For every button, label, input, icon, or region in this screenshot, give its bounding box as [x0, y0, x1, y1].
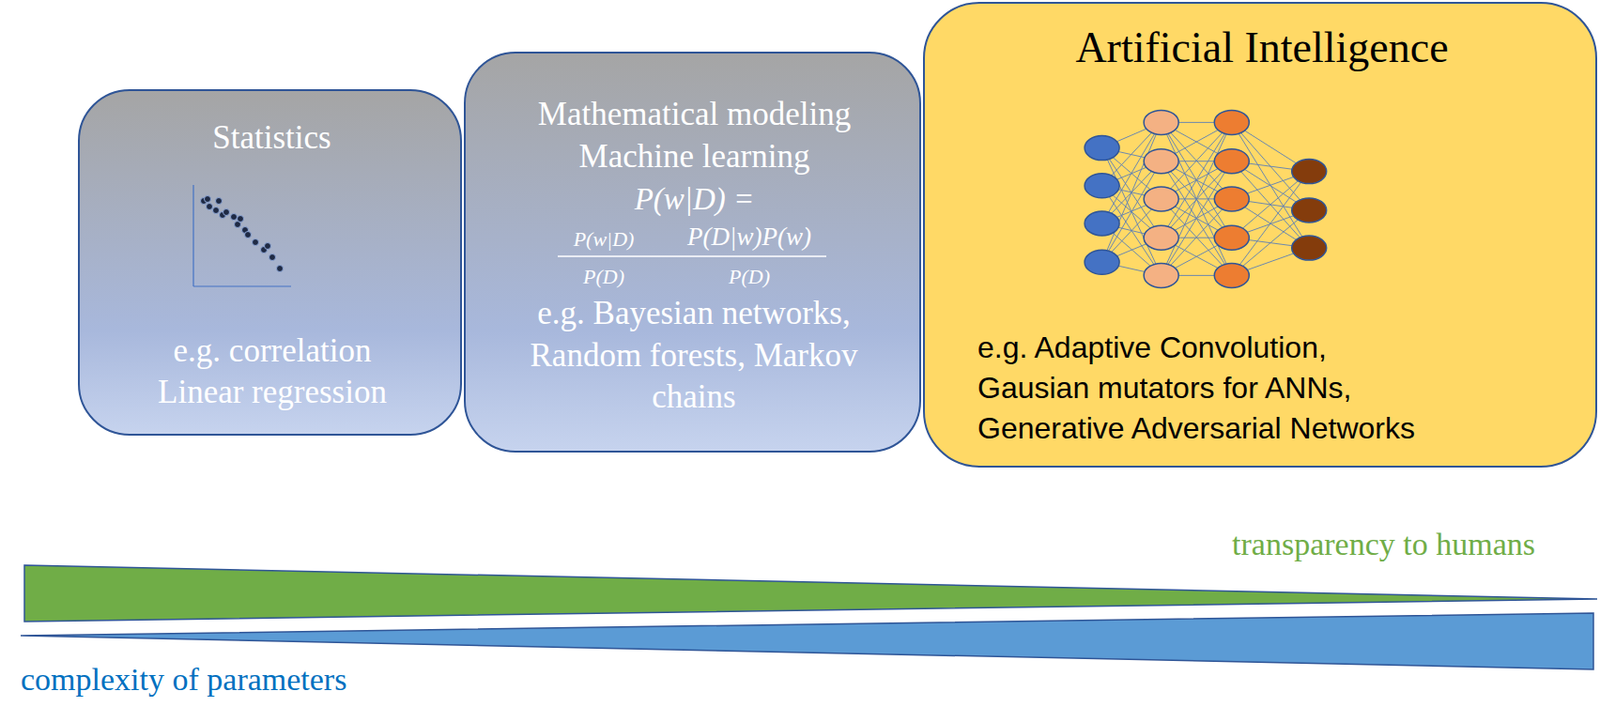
- network-link: [1231, 237, 1309, 248]
- network-neuron: [1143, 109, 1179, 135]
- network-link: [1161, 198, 1232, 200]
- network-neuron: [1214, 149, 1249, 174]
- box-heading: Artificial Intelligence: [924, 24, 1600, 72]
- network-link: [1102, 122, 1162, 148]
- network-link: [1231, 122, 1309, 248]
- complexity-wedge: [20, 613, 1594, 670]
- network-link: [1161, 161, 1232, 277]
- network-link: [1161, 275, 1232, 277]
- example-text: e.g. correlation Linear regression: [136, 330, 409, 414]
- network-link: [1102, 148, 1162, 162]
- network-neuron: [1143, 262, 1179, 288]
- network-link: [1161, 161, 1232, 239]
- network-link: [1231, 161, 1309, 248]
- formula-text: P(w|D) =: [465, 180, 924, 218]
- network-neuron: [1214, 186, 1249, 212]
- network-link: [1161, 199, 1232, 238]
- network-link: [1102, 122, 1162, 185]
- network-link: [1161, 122, 1232, 276]
- network-link: [1231, 122, 1309, 211]
- network-link: [1161, 199, 1232, 277]
- network-link: [1161, 237, 1232, 239]
- network-link: [1231, 171, 1309, 277]
- network-neuron: [1143, 149, 1179, 174]
- network-link: [1102, 185, 1162, 277]
- fraction-bar: [557, 255, 827, 258]
- network-neuron: [1084, 249, 1120, 275]
- network-link: [1102, 185, 1162, 238]
- network-link: [1161, 199, 1232, 277]
- formula-term: P(w|D): [547, 227, 661, 252]
- network-link: [1102, 185, 1162, 200]
- network-link: [1161, 237, 1232, 276]
- network-link: [1161, 161, 1232, 277]
- modeling-box: Mathematical modeling Machine learningP(…: [463, 51, 922, 453]
- network-link: [1161, 122, 1232, 124]
- network-link: [1231, 199, 1309, 211]
- network-link: [1161, 161, 1232, 200]
- network-link: [1161, 122, 1232, 161]
- example-text: e.g. Bayesian networks, Random forests, …: [510, 292, 877, 419]
- network-link: [1102, 199, 1162, 224]
- formula-term: P(D): [547, 264, 661, 290]
- network-link: [1231, 210, 1309, 277]
- network-link: [1102, 122, 1162, 224]
- network-link: [1161, 122, 1232, 238]
- network-link: [1231, 171, 1309, 239]
- network-neuron: [1214, 109, 1249, 135]
- network-neuron: [1084, 136, 1120, 161]
- network-link: [1231, 210, 1309, 238]
- network-neuron: [1292, 235, 1327, 261]
- network-link: [1231, 122, 1309, 171]
- network-link: [1161, 161, 1232, 239]
- network-link: [1161, 199, 1232, 238]
- network-neuron: [1084, 211, 1120, 236]
- network-link: [1161, 122, 1232, 276]
- network-link: [1231, 199, 1309, 248]
- network-link: [1102, 148, 1162, 277]
- axis-label: transparency to humans: [1231, 525, 1536, 564]
- network-link: [1102, 161, 1162, 263]
- network-link: [1231, 161, 1309, 211]
- network-link: [1231, 161, 1309, 172]
- network-link: [1161, 160, 1232, 162]
- network-link: [1102, 261, 1162, 276]
- neural-network: [1084, 109, 1327, 288]
- network-link: [1161, 237, 1232, 276]
- statistics-box: Statistics e.g. correlation Linear regres…: [77, 89, 462, 436]
- formula-term: P(D|w)P(w): [664, 221, 834, 252]
- network-link: [1102, 161, 1162, 186]
- network-link: [1102, 199, 1162, 262]
- network-neuron: [1143, 186, 1179, 212]
- network-neuron: [1214, 225, 1249, 250]
- box-heading: Statistics: [79, 119, 464, 157]
- network-neuron: [1084, 173, 1120, 199]
- network-link: [1102, 148, 1162, 239]
- network-link: [1102, 237, 1162, 262]
- network-link: [1161, 122, 1232, 200]
- formula-term: P(D): [692, 264, 806, 290]
- network-link: [1231, 171, 1309, 200]
- box-heading: Mathematical modeling Machine learning: [512, 92, 877, 178]
- network-neuron: [1292, 198, 1327, 223]
- axis-label: complexity of parameters: [20, 661, 347, 699]
- network-link: [1102, 148, 1162, 200]
- scatter-plot: [193, 184, 292, 287]
- network-link: [1231, 247, 1309, 276]
- ai-box: Artificial Intelligence e.g. Adaptive Con…: [923, 1, 1598, 468]
- transparency-wedge: [24, 565, 1598, 622]
- network-link: [1161, 122, 1232, 200]
- network-link: [1102, 223, 1162, 276]
- example-text: e.g. Adaptive Convolution, Gausian mutat…: [977, 327, 1433, 449]
- network-link: [1102, 223, 1162, 238]
- network-link: [1102, 122, 1162, 262]
- network-link: [1161, 161, 1232, 200]
- network-link: [1161, 122, 1232, 161]
- network-neuron: [1292, 159, 1327, 185]
- network-neuron: [1214, 262, 1249, 288]
- network-link: [1102, 161, 1162, 224]
- network-neuron: [1143, 225, 1179, 250]
- network-link: [1161, 122, 1232, 238]
